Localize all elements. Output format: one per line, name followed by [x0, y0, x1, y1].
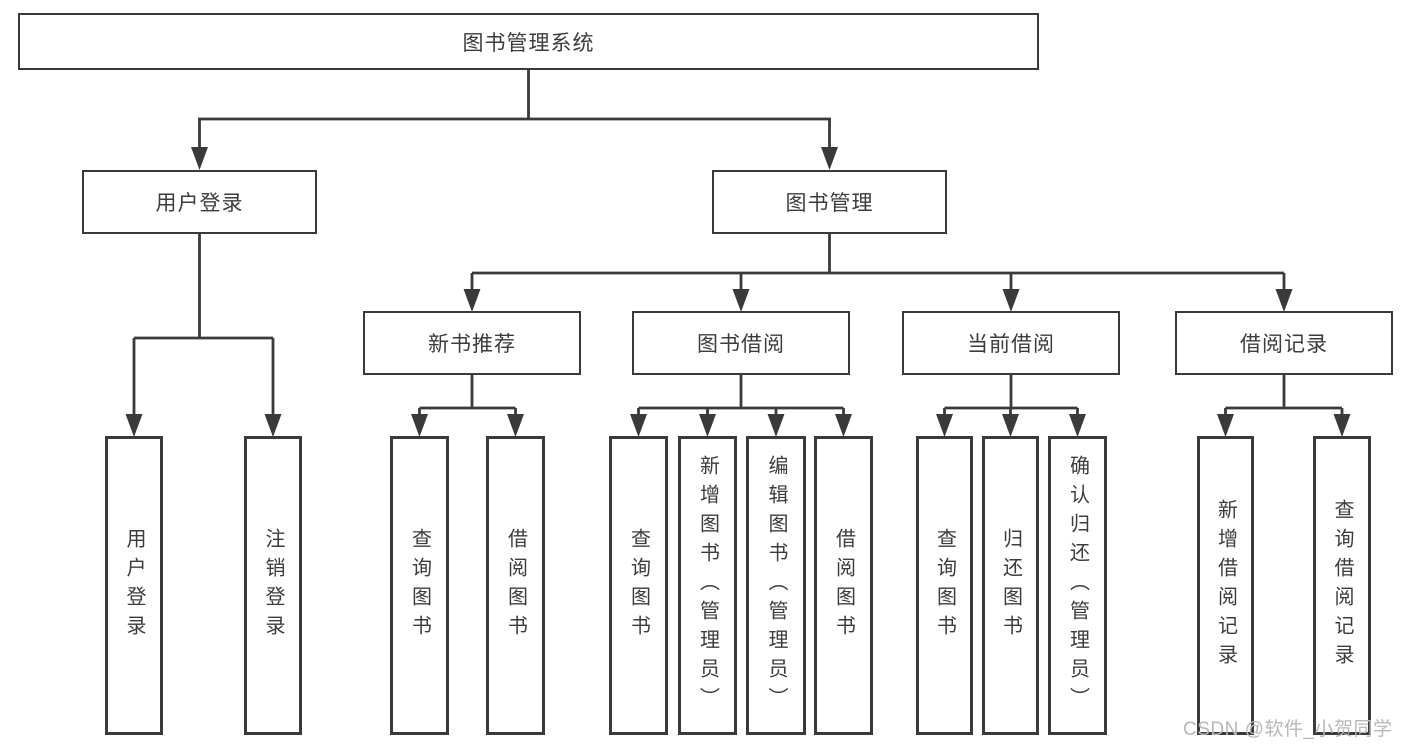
arrowhead-icons: [125, 147, 1351, 437]
node-user-login-branch-label: 用户登录: [155, 192, 244, 215]
leaf-query-borrow-record: 查询借阅记录: [1313, 436, 1371, 735]
leaf-borrow-books-borrowing: 借阅图书: [814, 436, 873, 735]
leaf-edit-books-admin-label: 编辑图书（管理员）: [765, 455, 787, 716]
leaf-query-borrow-record-label: 查询借阅记录: [1331, 498, 1353, 673]
leaf-add-borrow-record: 新增借阅记录: [1197, 436, 1254, 735]
leaf-return-books: 归还图书: [982, 436, 1039, 735]
leaf-query-books-recommend-label: 查询图书: [408, 527, 431, 644]
leaf-borrow-books-recommend-label: 借阅图书: [504, 527, 527, 644]
node-new-book-recommend: 新书推荐: [363, 311, 581, 375]
node-current-borrowing-label: 当前借阅: [967, 333, 1055, 356]
leaf-edit-books-admin: 编辑图书（管理员）: [746, 436, 806, 735]
node-current-borrowing: 当前借阅: [902, 311, 1120, 375]
node-new-book-recommend-label: 新书推荐: [428, 333, 516, 356]
leaf-logout-label: 注销登录: [262, 527, 284, 644]
leaf-borrow-books-recommend: 借阅图书: [486, 436, 545, 735]
leaf-user-login-label: 用户登录: [123, 527, 145, 644]
node-book-management-branch: 图书管理: [712, 170, 947, 234]
leaf-add-books-admin-label: 新增图书（管理员）: [696, 455, 719, 716]
node-book-management-branch-label: 图书管理: [785, 192, 874, 215]
leaf-query-books-current: 查询图书: [916, 436, 973, 735]
leaf-logout: 注销登录: [244, 436, 302, 735]
node-book-borrowing: 图书借阅: [632, 311, 850, 375]
leaf-query-books-current-label: 查询图书: [933, 527, 956, 644]
node-borrowing-records: 借阅记录: [1175, 311, 1393, 375]
node-borrowing-records-label: 借阅记录: [1240, 333, 1328, 356]
leaf-confirm-return-admin-label: 确认归还（管理员）: [1066, 455, 1089, 716]
leaf-add-borrow-record-label: 新增借阅记录: [1214, 498, 1237, 673]
leaf-query-books-borrowing-label: 查询图书: [627, 527, 650, 644]
leaf-query-books-borrowing: 查询图书: [609, 436, 668, 735]
leaf-return-books-label: 归还图书: [999, 527, 1022, 644]
node-user-login-branch: 用户登录: [82, 170, 317, 234]
node-book-borrowing-label: 图书借阅: [697, 333, 785, 356]
leaf-user-login: 用户登录: [105, 436, 163, 735]
csdn-watermark: CSDN @软件_小贺同学: [1183, 719, 1393, 740]
leaf-add-books-admin: 新增图书（管理员）: [678, 436, 737, 735]
leaf-query-books-recommend: 查询图书: [390, 436, 449, 735]
leaf-borrow-books-borrowing-label: 借阅图书: [832, 527, 855, 644]
leaf-confirm-return-admin: 确认归还（管理员）: [1048, 436, 1107, 735]
node-library-management-system: 图书管理系统: [18, 13, 1039, 70]
node-library-management-system-label: 图书管理系统: [462, 31, 595, 55]
